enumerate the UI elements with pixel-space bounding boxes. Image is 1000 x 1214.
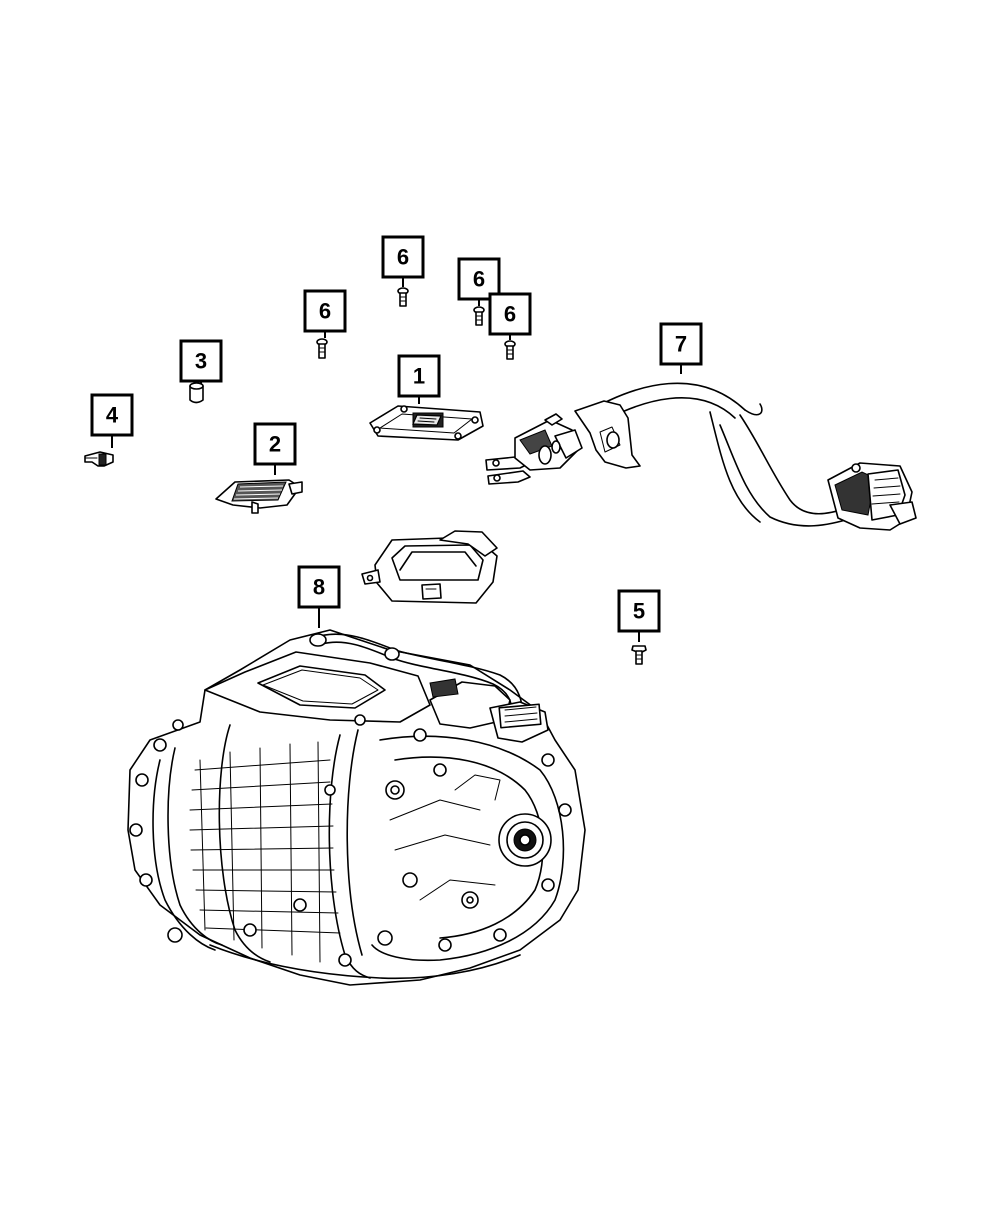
sleeve-part-3 <box>189 382 204 404</box>
bolt-6-right-upper <box>473 306 485 326</box>
callout-5: 5 <box>617 589 661 642</box>
electric-drive-unit-part-8 <box>127 629 586 986</box>
bolt-part-5 <box>631 645 647 665</box>
bolt-6-left <box>316 338 328 359</box>
callout-1-label: 1 <box>413 364 425 389</box>
bolt-6-top <box>397 287 409 307</box>
clip-part-4 <box>84 451 114 467</box>
callout-2-label: 2 <box>269 432 281 457</box>
callout-6-right-upper: 6 <box>457 257 501 306</box>
callout-6-left: 6 <box>303 289 347 338</box>
callout-5-label: 5 <box>633 599 645 624</box>
callout-7-label: 7 <box>675 332 687 357</box>
callout-6-right-lower-label: 6 <box>504 302 516 327</box>
callout-6-right-lower: 6 <box>488 292 532 340</box>
callout-8-label: 8 <box>313 575 325 600</box>
shield-part-2 <box>215 479 303 514</box>
callout-2: 2 <box>253 422 297 475</box>
callout-7: 7 <box>659 322 703 374</box>
gasket-frame <box>361 530 498 604</box>
callout-6-top: 6 <box>381 235 425 287</box>
bolt-6-right-lower <box>504 340 516 360</box>
callout-6-left-label: 6 <box>319 299 331 324</box>
callout-1: 1 <box>397 354 441 404</box>
callout-6-right-upper-label: 6 <box>473 267 485 292</box>
callout-8: 8 <box>297 565 341 628</box>
cover-part-1 <box>369 405 484 441</box>
callout-4-label: 4 <box>106 403 119 428</box>
callout-3: 3 <box>179 339 223 384</box>
callout-6-top-label: 6 <box>397 245 409 270</box>
callout-3-label: 3 <box>195 349 207 374</box>
callout-4: 4 <box>90 393 134 448</box>
cable-harness-part-7 <box>485 382 917 531</box>
